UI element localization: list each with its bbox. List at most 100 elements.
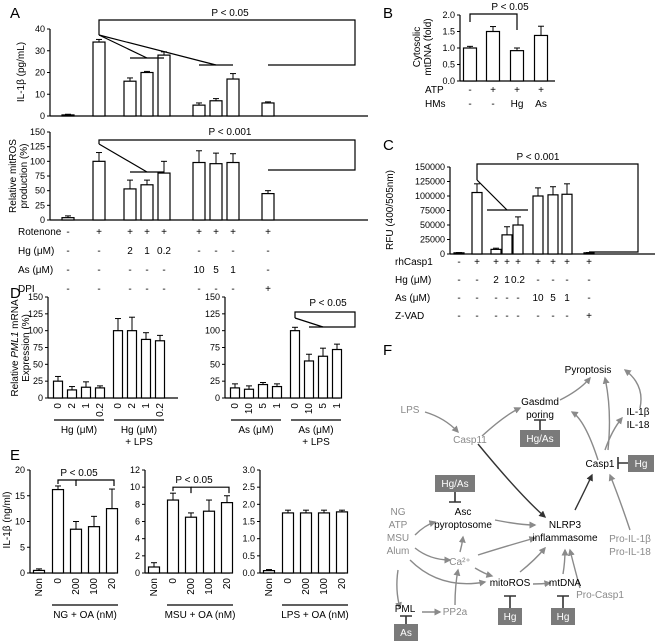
a2-cond-2-2: - [128, 265, 131, 276]
a2-cond-0-0: - [66, 227, 69, 238]
d-right-bracket-main [294, 311, 356, 328]
c-cond-1-8: - [587, 275, 590, 286]
a2-cond-0-3: + [144, 227, 150, 238]
c-ytick-label-6: 150000 [415, 162, 445, 172]
c-cond-0-3: + [504, 257, 510, 268]
node-pro-casp1: Pro-Casp1 [576, 590, 624, 601]
c-cond-1-0: - [457, 275, 460, 286]
box-hgas-asc [435, 475, 475, 492]
a2-bar-7 [226, 161, 240, 221]
e1-xlabel-0: Non [34, 578, 45, 596]
d-right-xlabel-7: 1 [332, 403, 343, 409]
a2-cond-2-8: - [266, 265, 269, 276]
a2-ytick-label-4: 100 [30, 156, 45, 166]
a2-bar-4 [157, 172, 171, 221]
c-cond-3-0: - [457, 311, 460, 322]
b-cond-1-2: Hg [511, 99, 524, 110]
c-ytick-label-1: 25000 [420, 235, 445, 245]
d-left-group-3: + LPS [125, 437, 153, 448]
a2-bar-3 [140, 184, 154, 221]
e2-bracket-main [172, 486, 192, 494]
d-left-xlabel-0: 0 [53, 403, 64, 409]
d-right-bar-6 [317, 355, 329, 399]
d-right-pvalue: P < 0.05 [309, 298, 347, 309]
e1-bar-2 [69, 528, 83, 574]
a1-bar-1 [92, 41, 106, 117]
d-right-ytick-label-4: 100 [205, 326, 220, 336]
e1-bracket-main [57, 479, 77, 486]
arrow-casp1-pyroptosis [602, 376, 611, 451]
a2-bar-5 [192, 161, 206, 221]
b-cond-1-0: - [468, 99, 471, 110]
e3-bar-0 [262, 569, 276, 574]
e1-xlabel-2: 200 [71, 578, 82, 595]
d-right-ytick-label-3: 75 [210, 343, 220, 353]
e2-bar-3 [202, 510, 216, 574]
c-cond-1-6: - [551, 275, 554, 286]
d-right-bracket-branch [294, 317, 324, 328]
a2-cond-0-7: + [230, 227, 236, 238]
c-cond-1-4: 0.2 [511, 275, 525, 286]
c-cond-2-0: - [457, 293, 460, 304]
c-cond-1-5: - [536, 275, 539, 286]
c-cond-label-1: Hg (μM) [395, 275, 431, 286]
d-left-bar-2 [80, 386, 92, 399]
c-cond-2-5: 10 [532, 293, 544, 304]
node-il18: IL-18 [627, 420, 650, 431]
a2-cond-3-7: - [231, 284, 234, 295]
c-bar-6 [547, 194, 559, 255]
arrow-stim-asc [414, 520, 437, 536]
panel-f-pathway-diagram: Pyroptosis LPS Casp11 Gasdmd poring Hg/A… [387, 365, 654, 641]
b-cond-0-0: - [468, 85, 471, 96]
a2-cond-1-4: 0.2 [157, 246, 171, 257]
d-right-group-3: + LPS [302, 437, 330, 448]
box-hg-casp1 [628, 455, 654, 472]
e3-xlabel-3: 100 [319, 578, 330, 595]
arrow-casp1-il1b [604, 416, 623, 451]
b-bar-3 [533, 34, 549, 82]
inhibit-as-pml [400, 615, 412, 624]
a1-ylabel: IL-1β (pg/mL) [16, 42, 27, 102]
a1-ytick-label-1: 10 [35, 89, 45, 99]
c-bar-5 [532, 195, 544, 255]
d-right-ytick-label-0: 0 [215, 393, 220, 403]
e2-ytick-label-4: 8 [135, 499, 140, 509]
b-bar-1 [485, 30, 501, 82]
e2-bracket-ext [191, 486, 230, 494]
panel-label-b: B [383, 5, 393, 22]
e2-xlabel-4: 20 [222, 578, 233, 590]
d-right-bar-4 [289, 330, 301, 399]
b-ytick-label-3: 1.5 [442, 27, 455, 37]
node-atp: ATP [389, 520, 408, 531]
e2-bar-4 [220, 502, 234, 574]
label-hgas-asc: Hg/As [441, 479, 468, 490]
a2-cond-0-8: + [265, 227, 271, 238]
a2-cond-0-6: + [213, 227, 219, 238]
a2-ytick-label-2: 50 [35, 186, 45, 196]
c-cond-1-7: - [565, 275, 568, 286]
node-casp11: Casp11 [453, 435, 487, 446]
c-pvalue: P < 0.001 [517, 152, 560, 163]
d-left-ytick-label-5: 125 [28, 309, 43, 319]
e1-xlabel-4: 20 [107, 578, 118, 590]
c-cond-3-5: - [536, 311, 539, 322]
c-bar-3 [501, 234, 513, 255]
c-cond-0-6: + [550, 257, 556, 268]
a2-cond-2-4: - [162, 265, 165, 276]
a1-pvalue: P < 0.05 [211, 8, 249, 19]
c-ylabel: RFU (400/505nm) [385, 170, 396, 250]
a1-bar-3 [140, 71, 154, 117]
d-left-ytick-label-4: 100 [28, 326, 43, 336]
e1-xtitle: NG + OA (nM) [53, 610, 117, 621]
c-cond-3-4: - [516, 311, 519, 322]
d-left-xlabel-1: 2 [67, 403, 78, 409]
d-left-bar-7 [154, 340, 166, 399]
e3-bar-2 [299, 512, 313, 574]
a2-bracket-main [98, 139, 356, 171]
c-cond-0-4: + [515, 257, 521, 268]
c-cond-0-2: + [493, 257, 499, 268]
b-ylabel-2: mtDNA (fold) [423, 18, 434, 75]
node-gasdmd: Gasdmd [521, 397, 559, 408]
a2-cond-1-7: - [231, 246, 234, 257]
